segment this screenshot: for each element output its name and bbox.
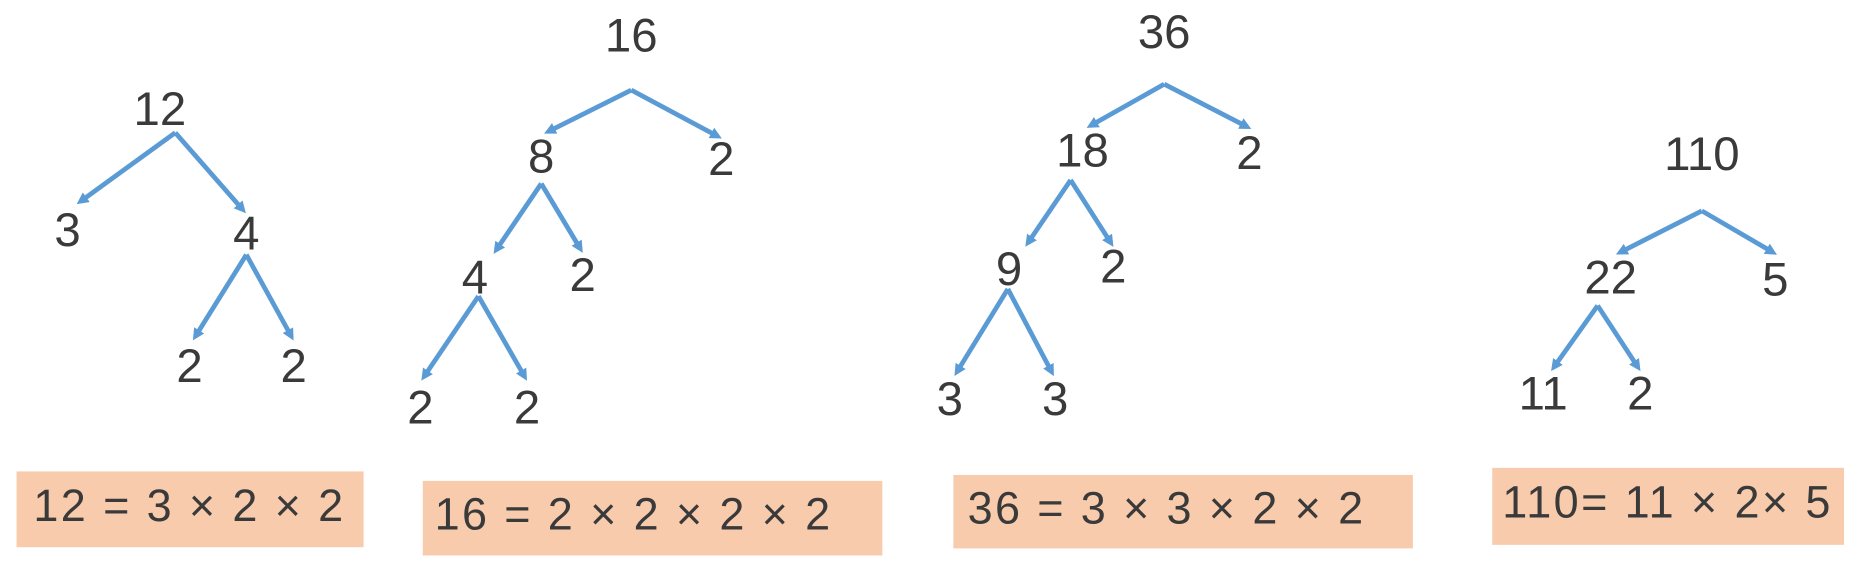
equation-box	[16, 471, 364, 548]
node: 8	[528, 130, 554, 183]
arrow	[1068, 178, 1114, 247]
factor-tree-36: 36 18 2 9 2 3 3 36 = 3 × 3 × 2 × 2	[937, 6, 1413, 549]
node-root: 36	[1138, 6, 1191, 59]
node: 2	[281, 340, 307, 393]
node: 11	[1519, 367, 1568, 420]
arrow	[1595, 304, 1641, 372]
equation-box	[1492, 467, 1844, 545]
arrow	[1025, 178, 1073, 247]
node: 22	[1584, 251, 1637, 304]
equation: 36 = 3 × 3 × 2 × 2	[968, 483, 1366, 534]
arrow	[544, 87, 633, 134]
node: 2	[1100, 241, 1126, 294]
node: 4	[462, 251, 488, 304]
node: 18	[1056, 125, 1109, 178]
factor-tree-110: 110 22 5 11 2 110= 11 × 2× 5	[1492, 128, 1844, 545]
node-root: 16	[605, 10, 658, 63]
node: 3	[54, 204, 80, 257]
node: 3	[937, 373, 963, 426]
node: 4	[233, 207, 259, 260]
arrow	[630, 87, 722, 139]
arrow	[76, 130, 177, 205]
node-root: 12	[134, 83, 187, 136]
node: 5	[1762, 254, 1788, 307]
arrow	[192, 253, 249, 341]
node: 2	[708, 133, 734, 186]
equation-box	[422, 480, 883, 556]
node: 2	[570, 249, 596, 302]
equation: 110= 11 × 2× 5	[1502, 477, 1833, 528]
arrow	[1551, 304, 1600, 372]
arrow	[1005, 287, 1054, 377]
node: 2	[514, 382, 540, 435]
node-root: 110	[1664, 128, 1740, 181]
arrow	[954, 287, 1010, 376]
arrow	[476, 294, 528, 381]
arrow	[1615, 208, 1703, 255]
node: 2	[1236, 127, 1262, 180]
node: 9	[996, 243, 1022, 296]
arrow	[421, 294, 481, 381]
arrow	[1163, 82, 1252, 129]
node: 2	[1627, 367, 1653, 420]
equation: 16 = 2 × 2 × 2 × 2	[435, 489, 833, 540]
factor-tree-16: 16 8 2 4 2 2 2 16 = 2 × 2 × 2 × 2	[407, 10, 883, 556]
arrow	[1700, 208, 1778, 255]
arrow	[493, 182, 544, 254]
equation: 12 = 3 × 2 × 2	[33, 480, 345, 531]
factor-tree-12: 12 3 4 2 2 12 = 3 × 2 × 2	[16, 83, 364, 548]
node: 2	[407, 382, 433, 435]
arrow	[244, 253, 294, 341]
arrow	[1086, 82, 1166, 128]
node: 3	[1042, 373, 1068, 426]
equation-box	[953, 474, 1413, 549]
arrow	[539, 182, 583, 253]
arrow	[173, 131, 246, 214]
node: 2	[176, 340, 202, 393]
